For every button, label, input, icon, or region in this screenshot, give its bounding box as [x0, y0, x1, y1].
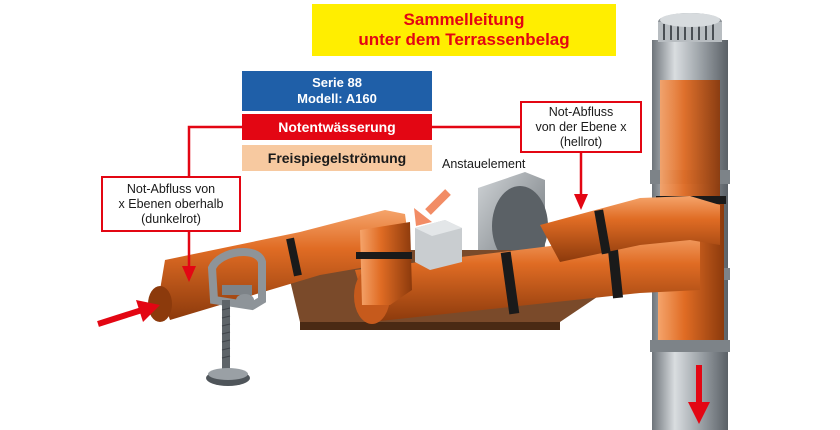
callout-right-line-3: (hellrot)	[559, 134, 603, 149]
upper-pipe	[540, 196, 720, 262]
series-line: Serie 88	[312, 75, 362, 90]
arrow-right-callout-down	[574, 194, 588, 210]
model-line: Modell: A160	[297, 91, 377, 106]
freispiegel-box: Freispiegelströmung	[242, 145, 432, 171]
callout-right-line-1: Not-Abfluss	[548, 104, 614, 119]
pipe-clamp	[207, 248, 266, 311]
arrow-left-callout-down	[182, 266, 196, 282]
mounting-plate	[478, 172, 548, 270]
callout-left-line-2: x Ebenen oberhalb	[118, 196, 224, 211]
callout-not-abfluss-oberhalb: Not-Abfluss von x Ebenen oberhalb (dunke…	[101, 176, 241, 232]
title-line-2: unter dem Terrassenbelag	[358, 30, 570, 49]
callout-left-line-3: (dunkelrot)	[141, 211, 201, 226]
threaded-rod	[206, 300, 250, 386]
callout-right-line-2: von der Ebene x	[535, 119, 627, 134]
inflow-arrow	[97, 300, 160, 327]
anstauelement-label: Anstauelement	[442, 157, 526, 171]
title-line-1: Sammelleitung	[403, 10, 525, 29]
series-model-box: Serie 88 Modell: A160	[242, 71, 432, 111]
anstauelement-box	[415, 220, 462, 270]
anstauelement-pointer-arrow	[414, 189, 451, 226]
outflow-arrow	[688, 365, 710, 424]
title-banner: Sammelleitung unter dem Terrassenbelag	[312, 4, 616, 56]
callout-left-line-1: Not-Abfluss von	[126, 181, 216, 196]
notentwaesserung-box: Notentwässerung	[242, 114, 432, 140]
callout-not-abfluss-ebene: Not-Abfluss von der Ebene x (hellrot)	[520, 101, 642, 153]
